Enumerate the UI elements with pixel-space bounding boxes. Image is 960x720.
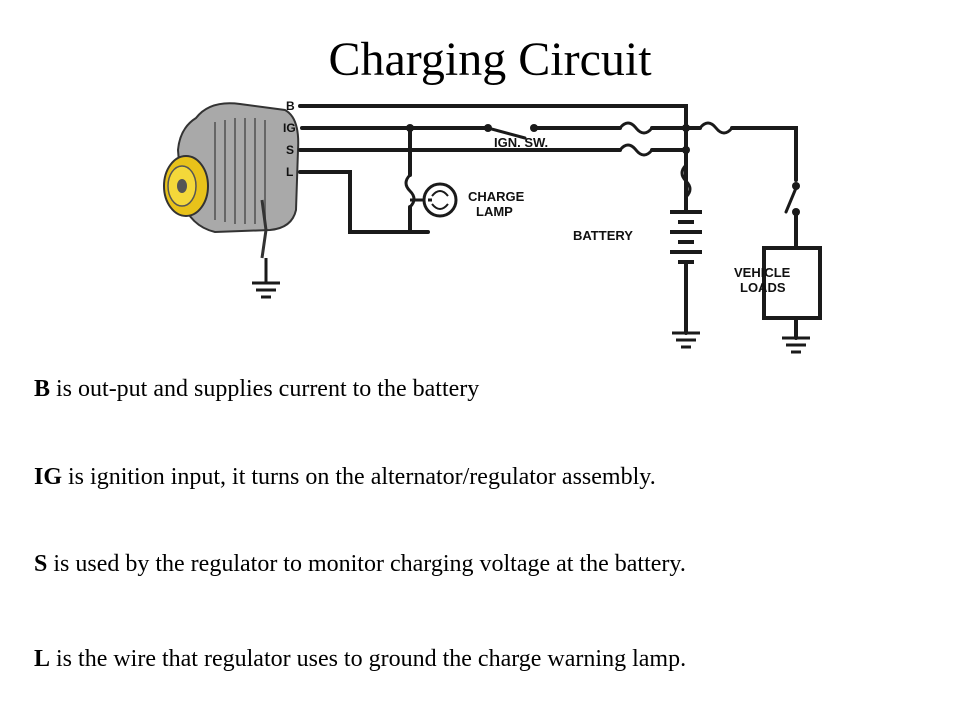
wire-to-loads xyxy=(730,126,798,182)
charge-lamp-symbol xyxy=(410,182,458,218)
svg-text:L: L xyxy=(286,165,293,179)
bullet-key: B xyxy=(34,376,51,402)
wiring xyxy=(298,104,798,340)
ignition-switch-label: IGN. SW. xyxy=(494,135,548,150)
bullet-l: L is the wire that regulator uses to gro… xyxy=(34,644,686,674)
wire-l xyxy=(298,170,412,234)
alternator xyxy=(163,102,300,259)
bullet-s: S is used by the regulator to monitor ch… xyxy=(34,549,686,579)
loads-ground-symbol xyxy=(782,336,810,354)
vehicle-loads-label-1: VEHICLE xyxy=(734,265,791,280)
bullet-text: is out-put and supplies current to the b… xyxy=(50,376,480,402)
battery-label: BATTERY xyxy=(573,228,633,243)
bullet-text: is used by the regulator to monitor char… xyxy=(47,551,686,577)
svg-text:IG: IG xyxy=(283,121,296,135)
junction-dots xyxy=(406,124,800,216)
vehicle-loads-label-2: LOADS xyxy=(740,280,786,295)
slide-title: Charging Circuit xyxy=(328,33,652,86)
battery-ground-symbol xyxy=(672,331,700,349)
pulley xyxy=(163,155,209,217)
bullet-text: is ignition input, it turns on the alter… xyxy=(62,464,656,490)
svg-text:S: S xyxy=(286,143,294,157)
terminal-labels: B IG S L xyxy=(283,99,296,179)
charge-lamp-label-2: LAMP xyxy=(476,204,513,219)
vehicle-loads-box xyxy=(762,246,822,320)
bullet-ig: IG is ignition input, it turns on the al… xyxy=(34,462,656,492)
battery-symbol xyxy=(670,210,702,264)
bullet-text: is the wire that regulator uses to groun… xyxy=(50,646,687,672)
bullet-key: L xyxy=(34,646,51,672)
bullet-key: S xyxy=(34,551,48,577)
alternator-ground-symbol xyxy=(252,258,280,299)
bullet-b: B is out-put and supplies current to the… xyxy=(34,374,479,404)
ignition-switch-blade xyxy=(486,126,527,140)
bullet-key: IG xyxy=(34,464,63,490)
wire-b xyxy=(298,104,688,212)
charging-circuit-diagram: B IG S L xyxy=(163,99,822,354)
svg-text:B: B xyxy=(286,99,295,113)
charge-lamp-label-1: CHARGE xyxy=(468,189,525,204)
